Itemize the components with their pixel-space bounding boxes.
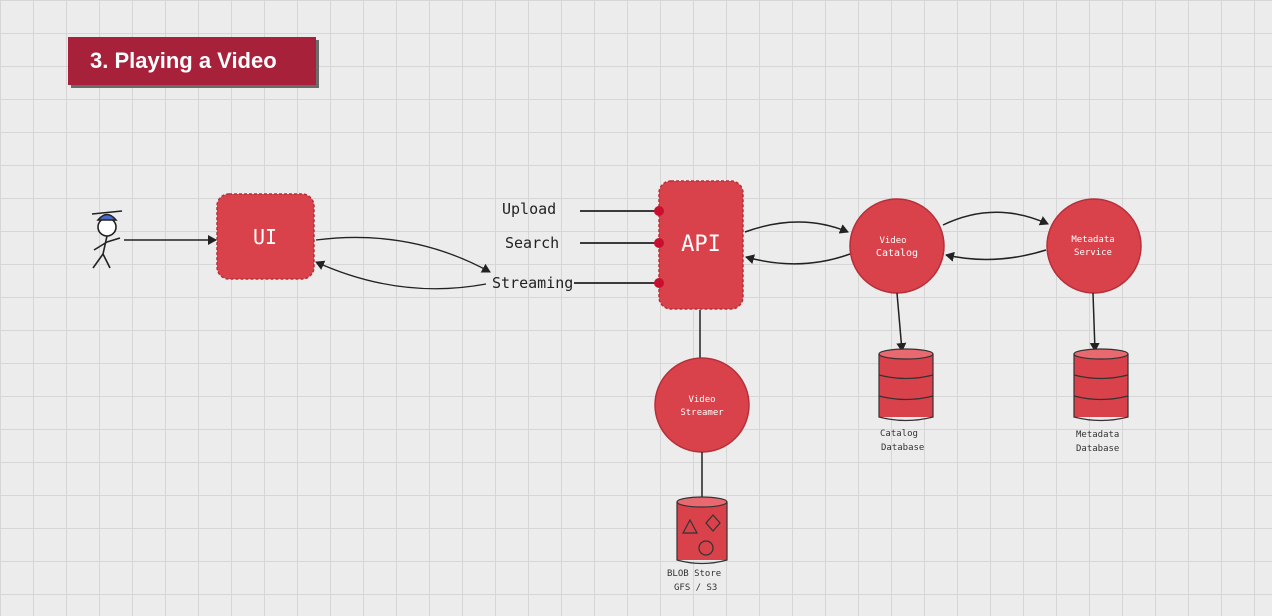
metadata-service-label-line2: Service	[1074, 248, 1112, 258]
catalog-to-api-arrow	[745, 253, 851, 265]
blob-store-label-line2: GFS / S3	[674, 583, 717, 593]
section-title-badge: 3. Playing a Video	[68, 37, 316, 85]
metadata-service-label-line1: Metadata	[1071, 235, 1114, 245]
metadata-service-node	[1046, 198, 1142, 294]
video-catalog-node	[849, 198, 945, 294]
api-node-label: API	[681, 232, 721, 257]
api-to-catalog-arrow	[744, 221, 849, 234]
video-streamer-label-line2: Streamer	[680, 408, 724, 418]
ui-node-label: UI	[253, 225, 277, 249]
ui-to-streaming-arrow	[315, 236, 491, 273]
streaming-to-ui-arrow	[315, 260, 487, 290]
metadata-database-icon	[1073, 348, 1129, 422]
upload-endpoint-label: Upload	[502, 200, 556, 218]
search-endpoint-label: Search	[505, 234, 559, 252]
catalog-database-label-line2: Database	[881, 443, 924, 453]
metadata-database-label-line1: Metadata	[1076, 430, 1119, 440]
metadata-to-catalog-arrow	[945, 249, 1047, 262]
search-port	[654, 238, 664, 248]
catalog-to-db-arrow	[896, 292, 907, 352]
catalog-database-label-line1: Catalog	[880, 429, 918, 439]
metadata-database-label-line2: Database	[1076, 444, 1119, 454]
ui-node	[216, 193, 315, 280]
video-streamer-node	[654, 357, 750, 453]
catalog-to-metadata-arrow	[942, 211, 1049, 226]
video-catalog-label-line2: Catalog	[876, 248, 918, 259]
video-streamer-label-line1: Video	[688, 395, 715, 405]
video-catalog-label-line1: Video	[879, 236, 906, 246]
section-title: 3. Playing a Video	[90, 48, 277, 73]
streaming-endpoint-label: Streaming	[492, 274, 573, 292]
blob-store-icon	[676, 496, 728, 565]
metadata-to-db-arrow	[1089, 292, 1100, 352]
catalog-database-icon	[878, 348, 934, 422]
streaming-port	[654, 278, 664, 288]
blob-store-label-line1: BLOB Store	[667, 569, 721, 579]
upload-port	[654, 206, 664, 216]
user-icon	[91, 210, 123, 269]
